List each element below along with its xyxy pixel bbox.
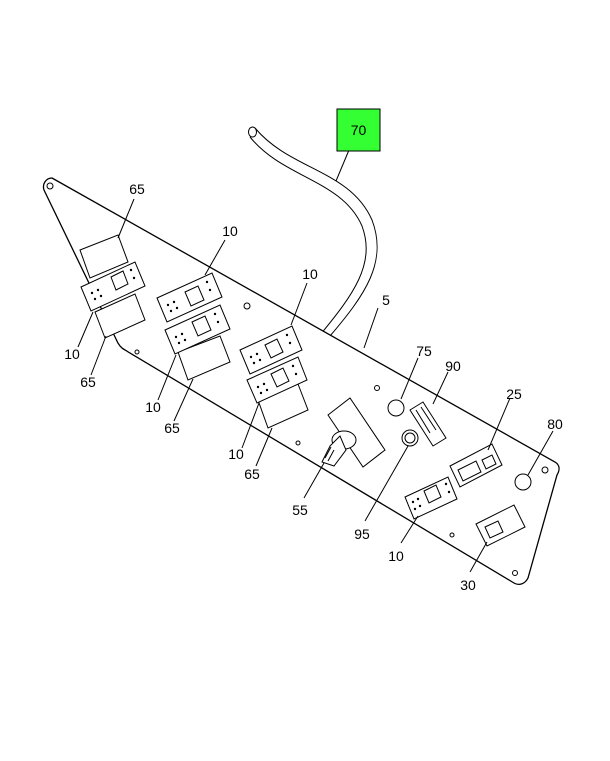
key-switch <box>321 397 386 468</box>
switch-30 <box>475 504 526 547</box>
callout-10-center: 10 <box>228 446 244 462</box>
rocker-switch-6 <box>404 476 458 520</box>
blank-plate-3 <box>177 335 231 381</box>
callout-10-mid: 10 <box>302 266 318 282</box>
indicator-light-95 <box>401 429 419 447</box>
callout-25: 25 <box>506 386 522 402</box>
blank-plate-2 <box>94 293 146 339</box>
wire-harness <box>248 126 378 337</box>
callout-5: 5 <box>382 292 390 308</box>
callout-65-center-left: 65 <box>164 420 180 436</box>
callout-70: 70 <box>351 122 367 138</box>
callout-65-top: 65 <box>129 181 145 197</box>
rocker-switch-3 <box>164 304 231 355</box>
callout-65-center: 65 <box>244 466 260 482</box>
callout-10-bottom: 10 <box>388 548 404 564</box>
callout-70-box <box>336 108 381 152</box>
rocker-switch-1 <box>80 261 146 312</box>
callout-55: 55 <box>292 502 308 518</box>
rocker-switch-2 <box>156 272 223 323</box>
callout-10-center-left: 10 <box>145 399 161 415</box>
callout-65-left: 65 <box>80 374 96 390</box>
leader-lines <box>77 149 554 573</box>
callout-10-top: 10 <box>222 223 238 239</box>
callout-30: 30 <box>460 577 476 593</box>
blank-plate-1 <box>79 234 129 279</box>
indicator-light-80 <box>514 473 532 491</box>
rocker-switch-5 <box>246 356 308 404</box>
callout-90: 90 <box>445 358 461 374</box>
indicator-light-75 <box>387 399 405 417</box>
rocker-switch-4 <box>239 325 303 375</box>
callout-10-left: 10 <box>64 346 80 362</box>
callout-75: 75 <box>416 343 432 359</box>
warning-label <box>409 401 447 447</box>
switch-25 <box>449 443 503 488</box>
callout-80: 80 <box>547 416 563 432</box>
callout-95: 95 <box>354 526 370 542</box>
